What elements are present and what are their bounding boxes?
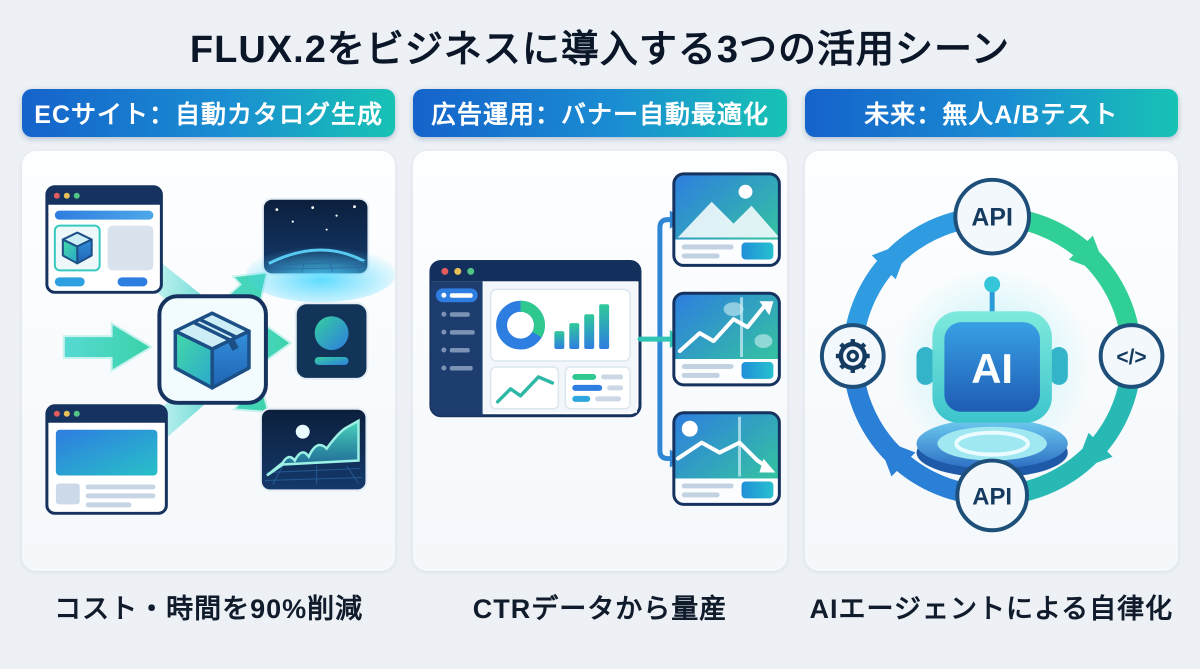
package-box-icon	[173, 311, 251, 390]
ad-ops-illustration	[413, 151, 787, 571]
gear-icon	[835, 339, 870, 373]
ec-catalog-diagram	[45, 185, 396, 515]
ai-platform	[916, 418, 1068, 478]
generated-space-image	[245, 197, 396, 303]
bar-chart-icon	[554, 304, 610, 350]
mini-box-icon	[61, 231, 93, 265]
api-node-bottom: API	[954, 458, 1029, 533]
future-ab-illustration: AI API API </>	[804, 151, 1178, 571]
badge-future-ab: 未来：無人A/Bテスト	[804, 89, 1178, 137]
metrics-list-card	[564, 366, 632, 410]
settings-node	[819, 323, 886, 389]
badge-ec-site: ECサイト：自動カタログ生成	[22, 89, 396, 137]
input-arrow-icon	[62, 321, 154, 373]
generated-avatar-image	[294, 302, 369, 380]
column-ad-ops: 広告運用：バナー自動最適化	[413, 89, 787, 626]
api-bottom-label: API	[972, 483, 1012, 510]
banner-variant-uptrend	[672, 291, 782, 387]
caption-ad-ops: CTRデータから量産	[472, 594, 728, 624]
ai-robot: AI	[916, 276, 1068, 423]
code-node: </>	[1098, 323, 1165, 389]
ai-agent-cycle-diagram: AI API API </>	[819, 177, 1165, 533]
api-top-label: API	[971, 204, 1012, 232]
product-page-window	[45, 185, 163, 294]
api-node-top: API	[952, 177, 1031, 256]
badge-ad-ops: 広告運用：バナー自動最適化	[413, 89, 787, 137]
analytics-dashboard-window	[429, 259, 642, 418]
page-title: FLUX.2をビジネスに導入する3つの活用シーン	[189, 29, 1011, 71]
flux-model-card	[157, 294, 268, 405]
branch-connectors	[637, 217, 673, 462]
ai-label: AI	[971, 345, 1013, 392]
column-ec-site: ECサイト：自動カタログ生成	[22, 89, 396, 626]
banner-pipeline-diagram	[429, 172, 782, 506]
donut-chart-icon	[496, 300, 546, 350]
dashboard-charts-card	[490, 288, 632, 362]
cycle-arrowheads	[871, 235, 1113, 477]
banner-variant-downtrend	[672, 411, 782, 506]
columns-container: ECサイト：自動カタログ生成	[22, 89, 1178, 626]
antenna-ball-icon	[983, 276, 1000, 293]
article-page-window	[45, 404, 168, 515]
column-future-ab: 未来：無人A/Bテスト	[804, 89, 1178, 626]
generated-chart-image	[259, 407, 368, 492]
line-chart-card	[490, 366, 560, 410]
caption-future-ab: AIエージェントによる自律化	[809, 594, 1174, 624]
code-label: </>	[1116, 346, 1146, 369]
banner-variant-mountains	[672, 172, 782, 267]
caption-ec-site: コスト・時間を90%削減	[54, 594, 364, 624]
dashboard-sidebar	[436, 288, 479, 371]
ec-site-illustration	[22, 151, 396, 571]
